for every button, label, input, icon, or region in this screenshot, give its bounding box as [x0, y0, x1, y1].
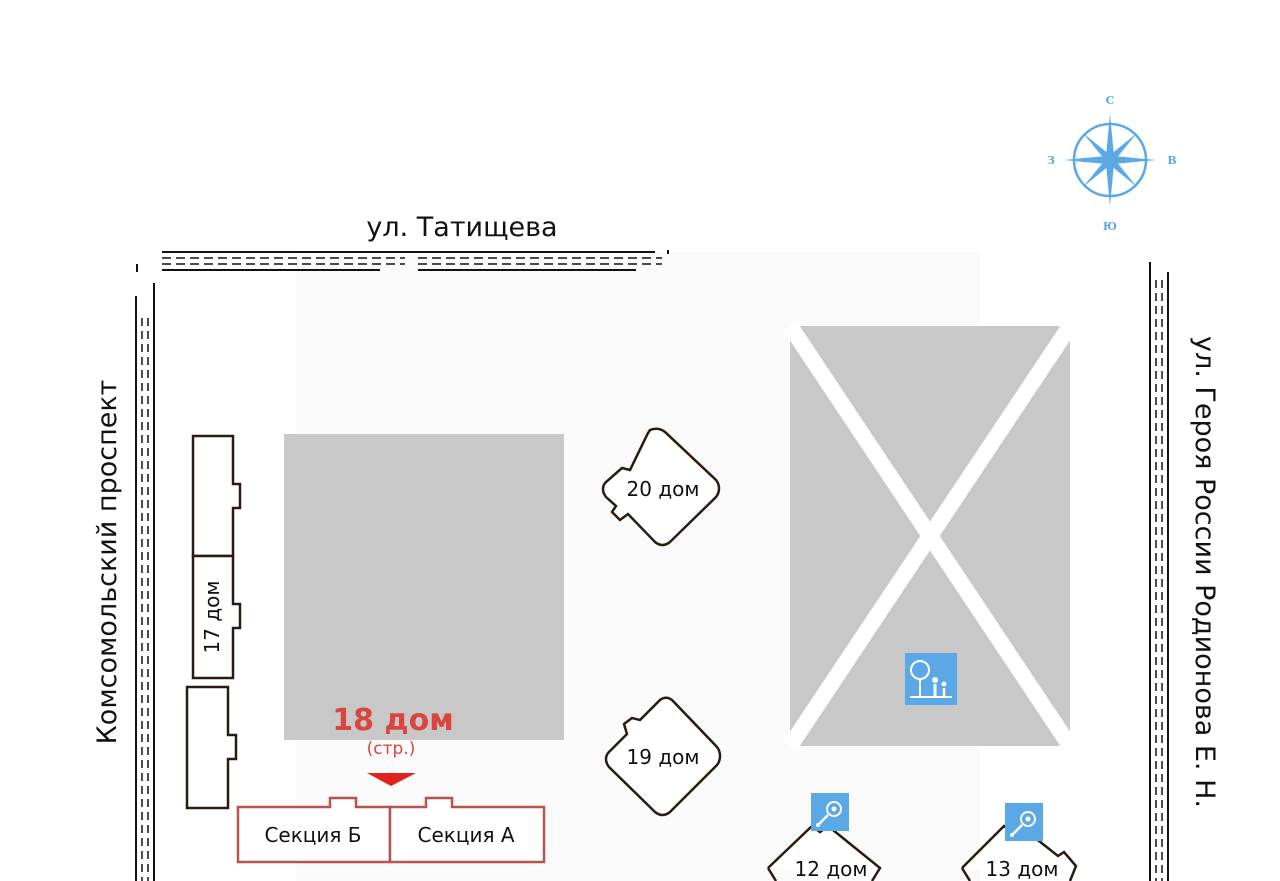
building-18-sections: [236, 796, 546, 864]
section-b-label: Секция Б: [264, 823, 361, 847]
street-label-east: ул. Героя России Родионова Е. Н.: [1189, 336, 1220, 808]
street-label-west: Комсомольский проспект: [92, 380, 123, 745]
compass-north-label: С: [1106, 94, 1115, 107]
building-label-20: 20 дом: [627, 477, 700, 501]
courtyard-block: [284, 434, 564, 740]
street-label-north: ул. Татищева: [366, 212, 557, 243]
park-family-icon: [905, 653, 957, 705]
building-20: [601, 427, 721, 547]
building-label-17: 17 дом: [200, 581, 224, 654]
compass-rose-icon: [1064, 114, 1156, 206]
compass-east-label: В: [1167, 154, 1176, 167]
compass-west-label: З: [1047, 154, 1055, 167]
building-17: [185, 434, 242, 810]
building-19: [604, 696, 722, 817]
compass-south-label: Ю: [1103, 220, 1117, 233]
road-west: [135, 283, 155, 881]
section-a-label: Секция А: [417, 823, 514, 847]
playground-icon: [1005, 803, 1043, 841]
building-label-19: 19 дом: [627, 745, 700, 769]
playground-icon: [811, 793, 849, 831]
highlight-subtitle: (стр.): [367, 739, 416, 759]
location-pointer-icon: [367, 773, 416, 786]
building-label-12: 12 дом: [795, 857, 868, 881]
highlight-title: 18 дом: [332, 703, 454, 738]
road-north: [136, 250, 669, 272]
road-east: [1149, 262, 1169, 881]
building-label-13: 13 дом: [986, 857, 1059, 881]
